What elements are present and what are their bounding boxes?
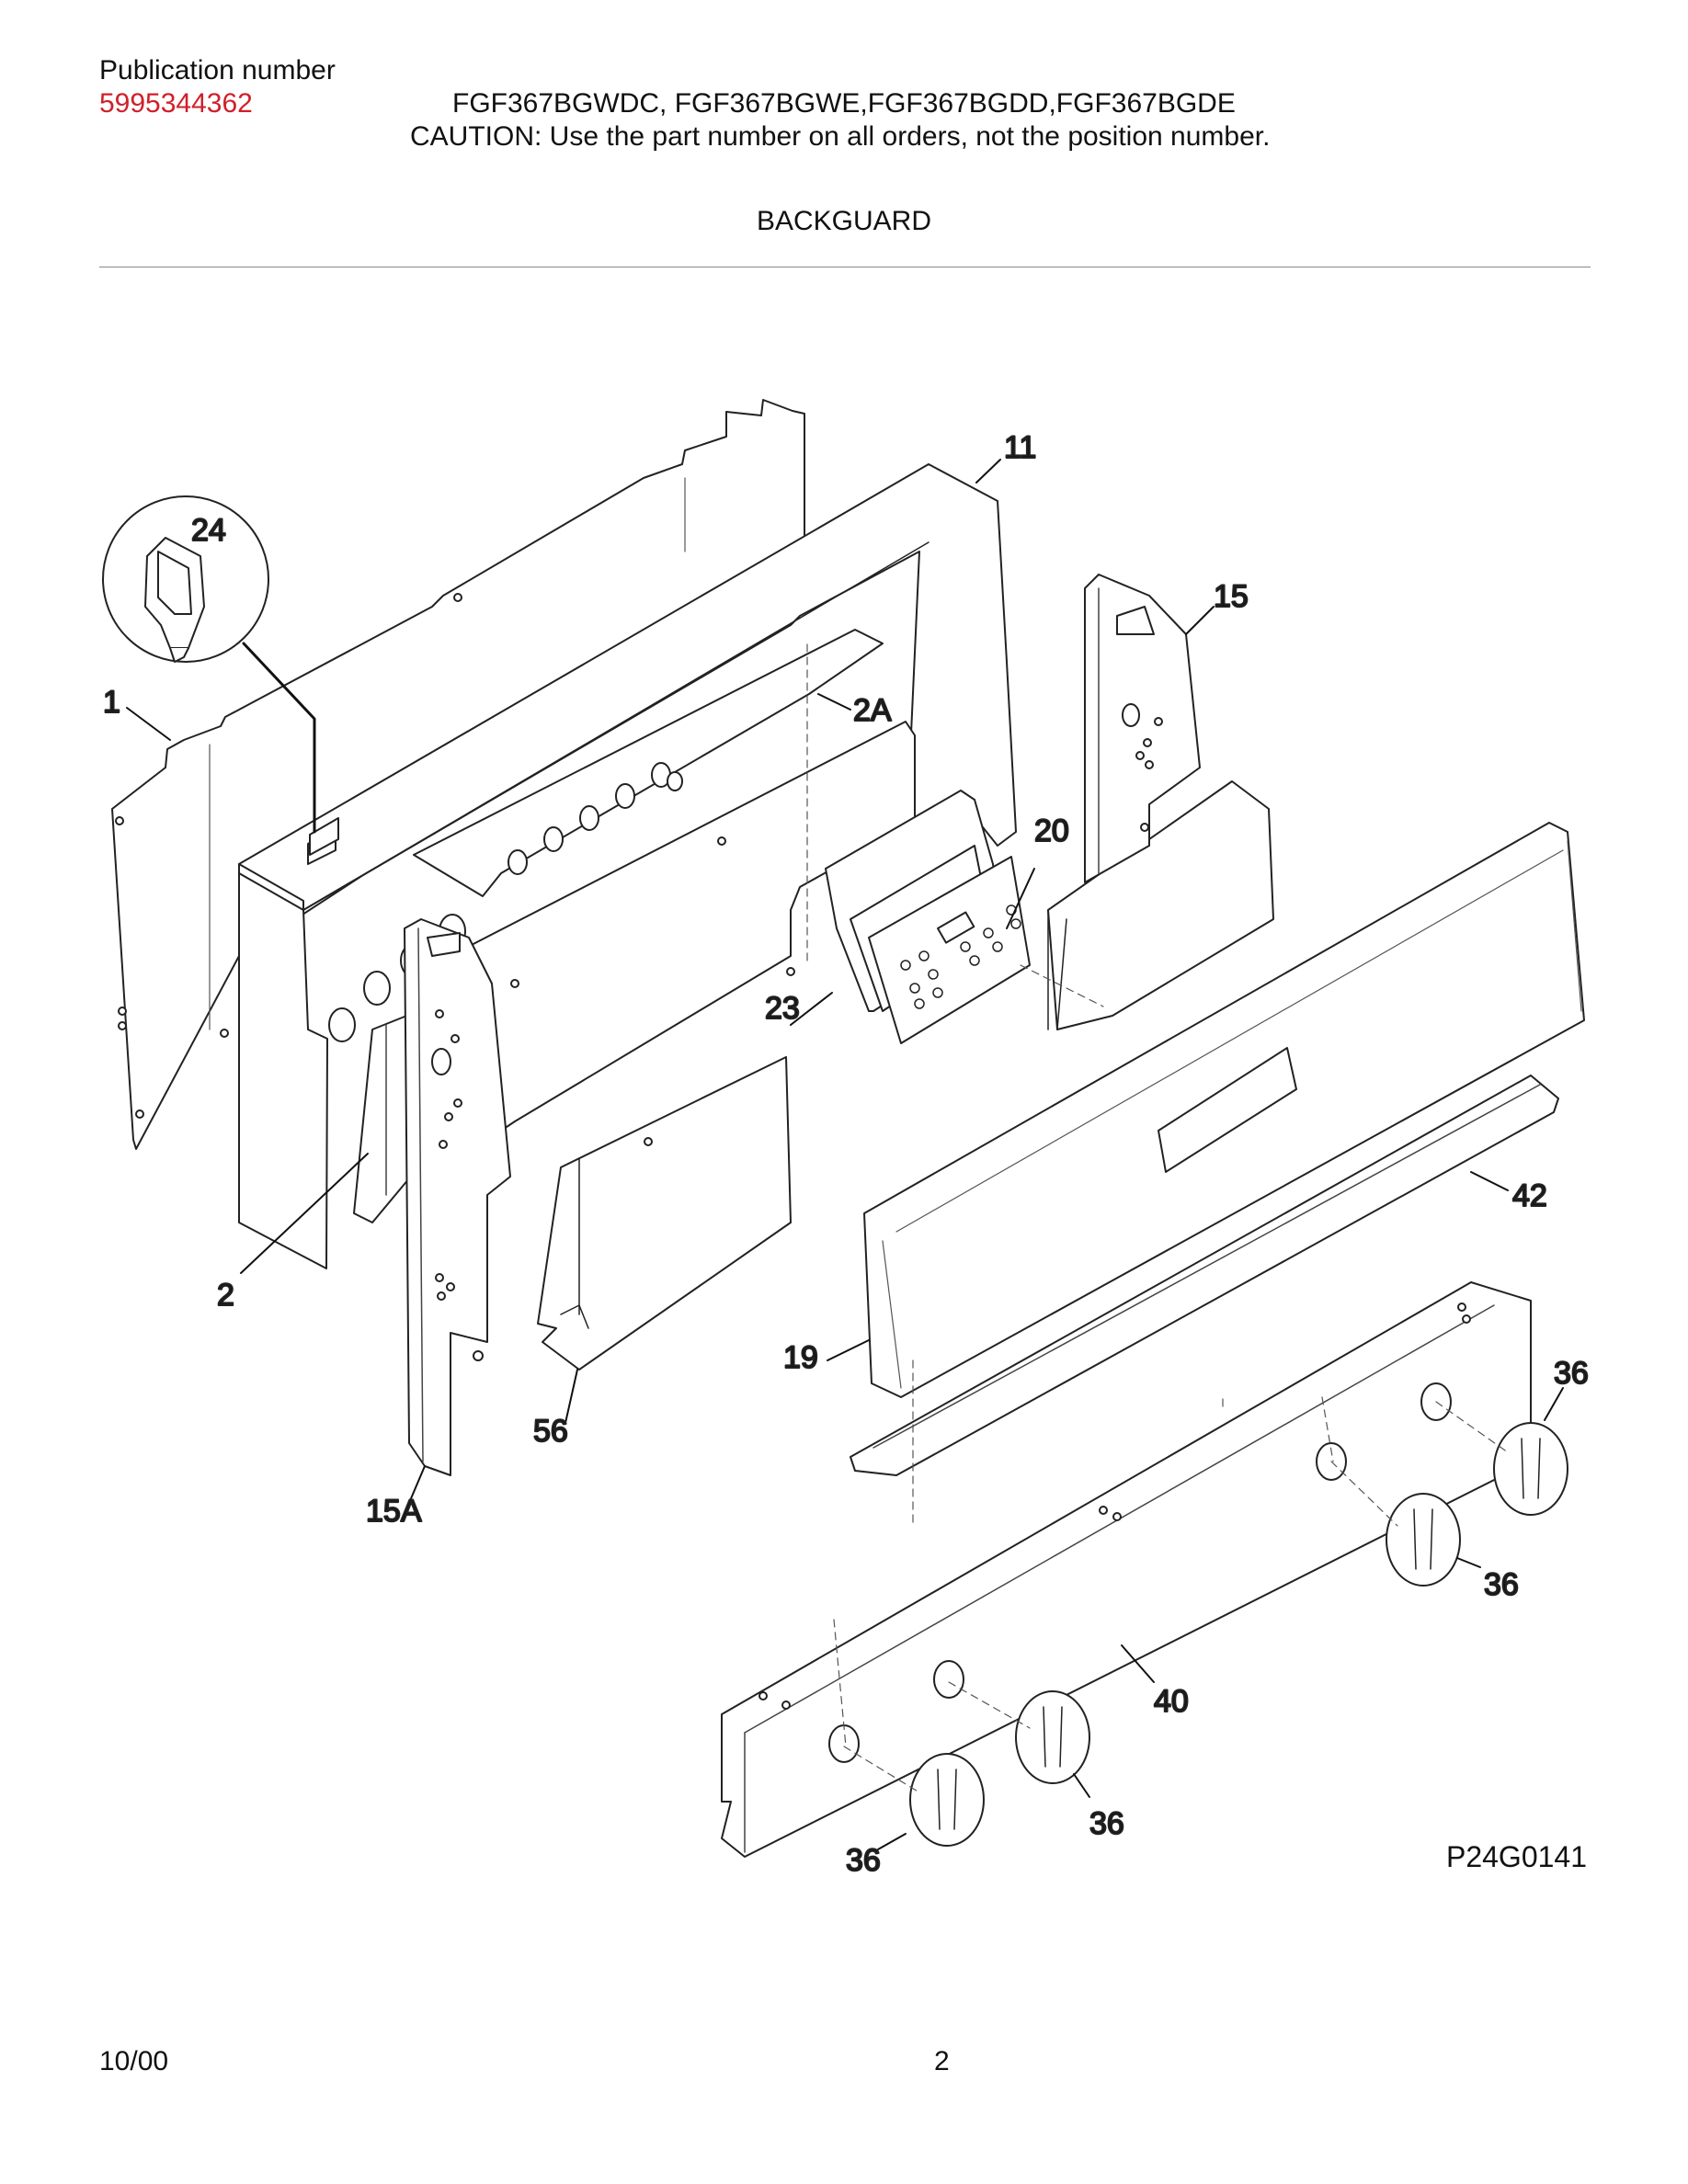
callout-1: 1	[103, 685, 120, 720]
part-20-control-bracket	[826, 791, 1030, 1043]
section-title: BACKGUARD	[756, 206, 932, 236]
callout-24: 24	[191, 513, 226, 548]
callout-36-a: 36	[1554, 1356, 1589, 1391]
callout-19: 19	[783, 1340, 818, 1375]
callout-2: 2	[217, 1278, 234, 1313]
footer-page-number: 2	[934, 2046, 950, 2076]
part-24-inset	[103, 496, 338, 855]
callout-40: 40	[1154, 1684, 1189, 1719]
part-40-manifold-panel	[722, 1282, 1531, 1857]
part-2a-deflector	[414, 630, 883, 896]
knob-2	[1016, 1691, 1089, 1783]
right-inner-panel	[1048, 781, 1273, 1029]
diagram-code: P24G0141	[1445, 1840, 1587, 1873]
leader-lines	[127, 460, 1563, 1849]
assembly-guide-lines	[807, 643, 1508, 1792]
callout-23: 23	[765, 991, 800, 1026]
callout-15a: 15A	[366, 1494, 422, 1529]
publication-number: 5995344362	[99, 88, 253, 119]
callout-36-d: 36	[846, 1843, 881, 1878]
callout-36-c: 36	[1089, 1806, 1124, 1841]
exploded-parts-diagram: 24 11 15 1 2A 20 23 42 2 19 36 56 15A 36…	[102, 276, 1590, 1879]
part-56-lower-panel	[538, 1057, 791, 1370]
knob-4	[1494, 1423, 1568, 1515]
part-36-knobs	[910, 1423, 1568, 1846]
footer-date: 10/00	[99, 2046, 169, 2076]
callout-20: 20	[1034, 813, 1069, 848]
knob-1	[910, 1754, 984, 1846]
part-19-control-console	[864, 823, 1584, 1397]
caution-note: CAUTION: Use the part number on all orde…	[410, 121, 1271, 152]
publication-label: Publication number	[99, 55, 336, 85]
part-15a-left-bracket	[405, 919, 510, 1475]
callout-42: 42	[1512, 1178, 1547, 1213]
callout-56: 56	[533, 1414, 568, 1449]
part-42-trim-strip	[850, 1075, 1558, 1475]
knob-3	[1386, 1494, 1460, 1586]
callout-11: 11	[1004, 430, 1036, 465]
callout-2a: 2A	[853, 693, 892, 728]
part-15-right-bracket	[1085, 574, 1200, 882]
callout-36-b: 36	[1484, 1567, 1519, 1602]
callout-15: 15	[1214, 579, 1249, 614]
model-numbers: FGF367BGWDC, FGF367BGWE,FGF367BGDD,FGF36…	[452, 88, 1236, 119]
